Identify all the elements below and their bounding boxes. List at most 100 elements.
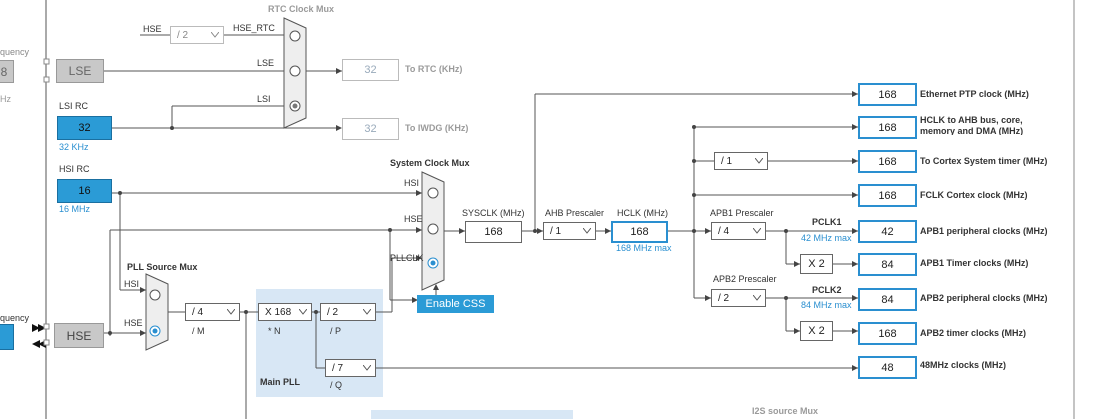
apb2-timer-mult-box: X 2 xyxy=(800,321,833,341)
pll-source-mux-title: PLL Source Mux xyxy=(127,262,198,272)
lsi-rc-freq: 32 KHz xyxy=(59,142,89,152)
apb1-prescaler-value: / 4 xyxy=(718,225,730,237)
apb2-prescaler-select[interactable]: / 2 xyxy=(711,289,766,307)
to-rtc-label: To RTC (KHz) xyxy=(405,64,463,74)
chevron-down-icon xyxy=(753,295,761,301)
output-48mhz-label: 48MHz clocks (MHz) xyxy=(920,360,1007,370)
hse-rtc-divider-select[interactable]: / 2 xyxy=(170,26,224,44)
output-value: 168 xyxy=(878,88,897,101)
enable-css-button[interactable]: Enable CSS xyxy=(417,295,494,313)
chevron-down-icon xyxy=(227,309,235,315)
cortex-timer-divider-select[interactable]: / 1 xyxy=(714,152,768,170)
ahb-prescaler-select[interactable]: / 1 xyxy=(543,222,596,240)
left-frequency-label-top: quency xyxy=(0,47,30,57)
chevron-down-icon xyxy=(211,32,219,38)
hse-block-label: HSE xyxy=(66,328,92,343)
pll-q-divider-select[interactable]: / 7 xyxy=(325,359,376,377)
pll-p-divider-select[interactable]: / 2 xyxy=(320,303,376,321)
lsi-rc-value-box[interactable]: 32 xyxy=(57,116,112,140)
apb1-prescaler-select[interactable]: / 4 xyxy=(711,222,766,240)
output-cortex-timer-value: 168 xyxy=(858,150,917,173)
rtc-mux-title: RTC Clock Mux xyxy=(268,4,335,14)
output-fclk-label: FCLK Cortex clock (MHz) xyxy=(920,190,1028,200)
output-value: 168 xyxy=(878,121,897,134)
sysclk-value-box: 168 xyxy=(465,221,522,243)
pll-m-label: / M xyxy=(192,326,205,336)
i2s-pll-panel xyxy=(371,410,573,419)
cortex-divider-value: / 1 xyxy=(721,155,733,167)
output-apb2-peripheral-label: APB2 peripheral clocks (MHz) xyxy=(920,293,1048,303)
output-cortex-timer-label: To Cortex System timer (MHz) xyxy=(920,156,1048,166)
chevron-down-icon xyxy=(755,158,763,164)
hclk-value: 168 xyxy=(630,226,649,238)
left-partial-box: 8 xyxy=(0,60,14,83)
output-value: 168 xyxy=(878,155,897,168)
output-ethernet-ptp-value: 168 xyxy=(858,83,917,106)
output-value: 42 xyxy=(881,225,894,238)
pll-m-value: / 4 xyxy=(192,306,204,318)
sys-mux-in-hsi: HSI xyxy=(404,178,420,188)
apb1-max-label: 42 MHz max xyxy=(801,233,852,243)
rtc-hse-label: HSE xyxy=(143,24,162,34)
pclk2-label: PCLK2 xyxy=(812,285,842,295)
output-apb1-peripheral-value: 42 xyxy=(858,220,917,243)
hclk-max-label: 168 MHz max xyxy=(616,243,672,253)
chevron-down-icon xyxy=(363,365,371,371)
to-iwdg-value-box: 32 xyxy=(342,118,399,140)
rtc-mux-in-hse-rtc: HSE_RTC xyxy=(233,23,275,33)
output-value: 84 xyxy=(881,258,894,271)
output-apb1-timer-label: APB1 Timer clocks (MHz) xyxy=(920,258,1029,268)
lse-label: LSE xyxy=(68,64,92,78)
pll-src-in-hsi: HSI xyxy=(124,279,140,289)
hclk-value-input[interactable]: 168 xyxy=(611,221,668,243)
output-fclk-value: 168 xyxy=(858,184,917,207)
to-rtc-value: 32 xyxy=(364,64,377,76)
output-hclk-ahb-label: HCLK to AHB bus, core, xyxy=(920,115,1023,125)
output-48mhz-value: 48 xyxy=(858,356,917,379)
pll-p-label: / P xyxy=(330,326,342,336)
pll-n-label: * N xyxy=(268,326,281,336)
apb1-prescaler-label: APB1 Prescaler xyxy=(710,208,774,218)
hse-input-partial-box[interactable] xyxy=(0,324,14,350)
to-iwdg-value: 32 xyxy=(364,123,377,135)
output-value: 48 xyxy=(881,361,894,374)
output-apb1-peripheral-label: APB1 peripheral clocks (MHz) xyxy=(920,226,1048,236)
hsi-rc-title: HSI RC xyxy=(59,164,90,174)
lse-block[interactable]: LSE xyxy=(56,59,104,83)
left-partial-value: 8 xyxy=(0,64,8,79)
apb2-max-label: 84 MHz max xyxy=(801,300,852,310)
chevron-down-icon xyxy=(583,228,591,234)
apb2-timer-mult-value: X 2 xyxy=(808,325,825,337)
hse-rtc-divider-value: / 2 xyxy=(177,29,189,41)
hse-block[interactable]: HSE xyxy=(54,323,104,348)
rtc-mux-in-lse: LSE xyxy=(257,58,275,68)
ahb-prescaler-label: AHB Prescaler xyxy=(545,208,605,218)
left-frequency-label-bottom: quency xyxy=(0,313,30,323)
sys-mux-in-hse: HSE xyxy=(404,214,423,224)
lsi-rc-title: LSI RC xyxy=(59,101,89,111)
hsi-rc-value: 16 xyxy=(78,185,91,197)
main-pll-title: Main PLL xyxy=(260,377,300,387)
hclk-label: HCLK (MHz) xyxy=(617,208,668,218)
apb2-prescaler-value: / 2 xyxy=(718,292,730,304)
pll-q-label: / Q xyxy=(330,380,343,390)
output-apb1-timer-value: 84 xyxy=(858,253,917,276)
output-ethernet-ptp-label: Ethernet PTP clock (MHz) xyxy=(920,89,1029,99)
output-hclk-ahb-label2-clip: memory and DMA (MHz) xyxy=(920,126,1023,135)
output-hclk-ahb-label2: memory and DMA (MHz) xyxy=(920,126,1024,135)
hsi-rc-value-box[interactable]: 16 xyxy=(57,179,112,203)
chevron-down-icon xyxy=(363,309,371,315)
pll-n-multiplier-select[interactable]: X 168 xyxy=(258,303,312,321)
i2s-source-mux-title: I2S source Mux xyxy=(752,406,819,416)
apb2-prescaler-label: APB2 Prescaler xyxy=(713,274,777,284)
pll-n-value: X 168 xyxy=(265,306,292,318)
output-value: 168 xyxy=(878,189,897,202)
to-rtc-value-box: 32 xyxy=(342,59,399,81)
left-unit-label: Hz xyxy=(0,94,11,104)
pll-m-divider-select[interactable]: / 4 xyxy=(185,303,240,321)
output-apb2-timer-value: 168 xyxy=(858,322,917,345)
rtc-mux-in-lsi: LSI xyxy=(257,94,271,104)
pclk1-label: PCLK1 xyxy=(812,217,842,227)
chevron-down-icon xyxy=(299,309,307,315)
